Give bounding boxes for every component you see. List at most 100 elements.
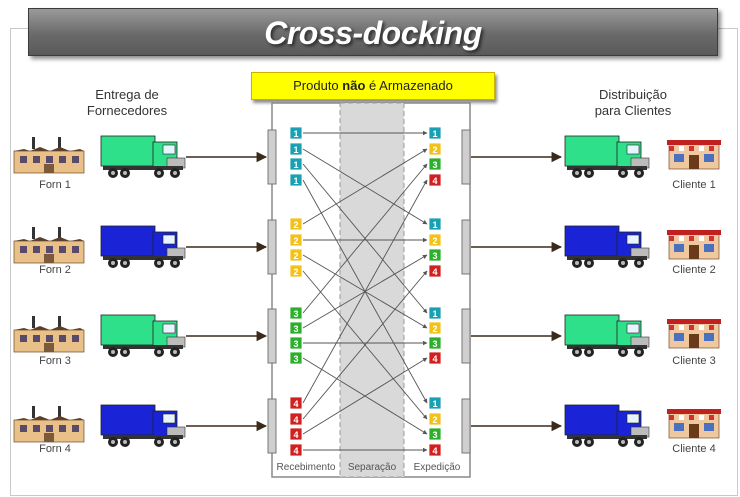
factory-window: [72, 246, 79, 253]
store-awning: [709, 415, 714, 420]
truck-hub: [637, 350, 641, 354]
factory-window: [46, 425, 53, 432]
store-awning: [669, 325, 674, 330]
factory-door: [44, 254, 54, 263]
title-bar: Cross-docking: [28, 8, 718, 56]
shipping-product-box: [428, 427, 442, 441]
zone-label-receiving: Recebimento: [276, 462, 336, 473]
factory-window: [59, 246, 66, 253]
truck-hub: [621, 261, 625, 265]
truck-hub: [111, 171, 115, 175]
truck-hub: [621, 440, 625, 444]
left-header-line-1: Entrega de: [95, 87, 159, 102]
received-product-box: [289, 396, 303, 410]
page-title: Cross-docking: [264, 15, 482, 51]
shipping-product-box: [428, 336, 442, 350]
shipping-product-box: [428, 412, 442, 426]
received-product-box: [289, 336, 303, 350]
truck-hub: [173, 261, 177, 265]
received-product-box: [289, 427, 303, 441]
client-label-4: Cliente 4: [672, 443, 716, 455]
flow-line: [302, 357, 428, 435]
truck-hub: [575, 440, 579, 444]
outbound-truck-2: [564, 225, 650, 268]
factory-window: [33, 156, 40, 163]
factory-chimney: [32, 406, 35, 418]
shipping-product-box-label: 3: [432, 251, 437, 261]
client-store-2: [667, 230, 721, 260]
shipping-product-box-label: 4: [432, 176, 437, 186]
store-door: [689, 245, 699, 259]
client-label-3: Cliente 3: [672, 355, 716, 367]
truck-chassis: [567, 166, 647, 170]
received-product-box-label: 3: [293, 324, 298, 334]
shipping-product-box: [428, 233, 442, 247]
store-window: [704, 333, 714, 341]
receiving-dock-door-2: [267, 219, 277, 275]
zone-label-shipping: Expedição: [413, 462, 461, 473]
inbound-truck-3: [100, 314, 186, 357]
truck-hub: [173, 171, 177, 175]
flow-line: [302, 148, 428, 225]
shipping-product-box-label: 2: [432, 236, 437, 246]
supplier-label-3: Forn 3: [39, 355, 71, 367]
shipping-product-box: [428, 173, 442, 187]
received-product-box: [289, 412, 303, 426]
shipping-product-box-label: 2: [432, 415, 437, 425]
truck-hub: [123, 440, 127, 444]
received-product-box-label: 1: [293, 145, 298, 155]
client-store-4: [667, 409, 721, 439]
factory-window: [72, 335, 79, 342]
store-awning: [699, 325, 704, 330]
shipping-product-box: [428, 443, 442, 457]
store-awning: [669, 236, 674, 241]
store-awning: [679, 415, 684, 420]
received-product-box: [289, 443, 303, 457]
store-door: [689, 334, 699, 348]
factory-window: [20, 246, 27, 253]
received-product-box-label: 4: [293, 415, 298, 425]
shipping-product-box-label: 2: [432, 145, 437, 155]
store-awning: [679, 236, 684, 241]
factory-chimney: [58, 137, 61, 149]
factory-window: [59, 156, 66, 163]
receiving-dock-door-1: [267, 129, 277, 185]
truck-hub: [157, 171, 161, 175]
truck-window: [162, 234, 176, 245]
factory-window: [20, 425, 27, 432]
banner-text-emphasis: não: [342, 78, 366, 93]
factory-chimney: [58, 316, 61, 328]
truck-hub: [173, 440, 177, 444]
truck-hub: [157, 261, 161, 265]
store-awning: [709, 236, 714, 241]
shipping-product-box-label: 4: [432, 354, 437, 364]
truck-window: [162, 144, 176, 155]
shipping-dock-door-1: [461, 129, 471, 185]
received-product-box: [289, 157, 303, 171]
store-window: [704, 423, 714, 431]
store-door: [689, 155, 699, 169]
factory-window: [20, 335, 27, 342]
received-product-box: [289, 248, 303, 262]
inbound-truck-2: [100, 225, 186, 268]
received-product-box-label: 4: [293, 446, 298, 456]
factory-chimney: [32, 227, 35, 239]
shipping-product-box-label: 1: [432, 220, 437, 230]
store-awning: [679, 146, 684, 151]
truck-trailer: [564, 225, 620, 257]
store-awning: [699, 146, 704, 151]
truck-trailer: [100, 314, 156, 346]
received-product-box-label: 1: [293, 129, 298, 139]
truck-window: [626, 144, 640, 155]
factory-window: [72, 156, 79, 163]
truck-window: [626, 234, 640, 245]
truck-hub: [637, 261, 641, 265]
storage-banner: Produto não é Armazenado: [251, 72, 495, 100]
truck-window: [162, 323, 176, 334]
truck-hub: [157, 440, 161, 444]
truck-window: [162, 413, 176, 424]
shipping-product-box-label: 4: [432, 446, 437, 456]
factory-chimney: [32, 137, 35, 149]
store-window: [704, 244, 714, 252]
